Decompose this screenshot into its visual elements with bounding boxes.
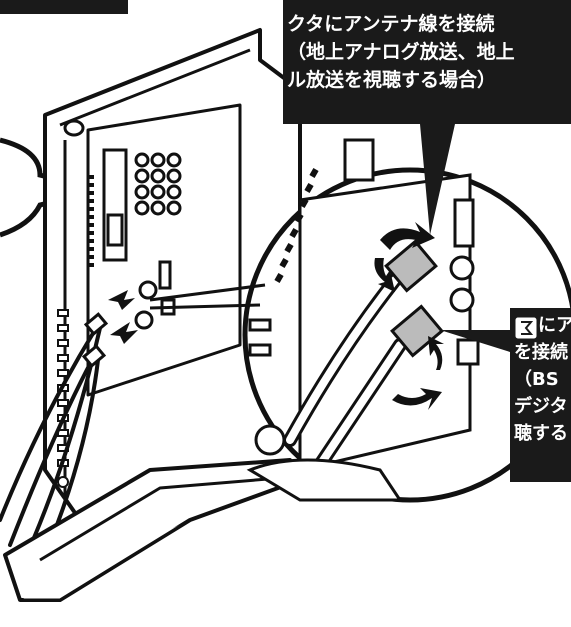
panel-antenna-jacks <box>134 260 176 330</box>
right-callout-line: にア <box>538 315 571 336</box>
right-callout-box <box>440 308 571 482</box>
right-callout-line: を接続 <box>514 342 568 363</box>
cable-plugs <box>81 312 109 368</box>
right-callout-line: 聴する <box>514 423 568 444</box>
top-callout-line: （地上アナログ放送、地上 <box>287 41 515 63</box>
top-callout-line: クタにアンテナ線を接続 <box>287 13 495 35</box>
left-vent <box>88 175 94 267</box>
right-callout-text: にア を接続 （BS デジタ 聴する <box>514 312 571 478</box>
card-slot <box>102 148 128 262</box>
magnified-view <box>149 138 571 503</box>
av-jacks <box>134 152 182 216</box>
top-left-label-box <box>0 0 128 14</box>
top-callout-line: ル放送を視聴する場合） <box>287 69 497 91</box>
top-callout-text: クタにアンテナ線を接続 （地上アナログ放送、地上 ル放送を視聴する場合） <box>287 10 571 122</box>
tv-stand <box>3 458 302 602</box>
right-callout-line: デジタ <box>514 396 568 417</box>
top-callout-box <box>283 0 571 235</box>
right-callout-line: （BS <box>514 369 559 390</box>
insert-arrows <box>108 290 138 344</box>
